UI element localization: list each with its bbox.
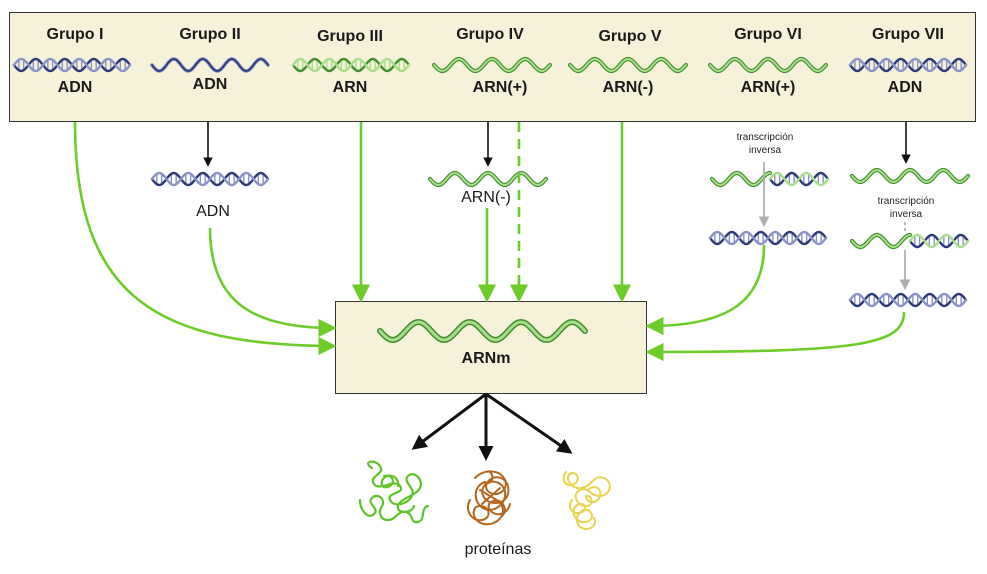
group6-genome-label: ARN(+) — [740, 79, 796, 96]
arrow-group7-to-mrna — [645, 311, 906, 362]
protein-yellow-icon — [562, 471, 611, 530]
group4-rna-minus-strand-icon — [427, 170, 549, 188]
group7-genome-label: ADN — [887, 79, 923, 96]
group2-intermediate-label: ADN — [196, 203, 230, 220]
group6-strand-icon — [707, 56, 829, 74]
group2-title: Grupo II — [179, 26, 241, 43]
protein-green-icon — [358, 460, 430, 524]
proteins-label: proteínas — [464, 541, 532, 558]
group5-genome-label: ARN(-) — [602, 79, 654, 96]
group3-title: Grupo III — [317, 28, 383, 45]
group1-strand-icon — [12, 57, 132, 73]
group4-intermediate-label: ARN(-) — [461, 189, 511, 206]
group7-dsdna-strand-icon — [848, 292, 968, 308]
group3-genome-label: ARN — [332, 79, 368, 96]
group3-strand-icon — [291, 57, 411, 73]
group4-title: Grupo IV — [456, 26, 524, 43]
group5-strand-icon — [567, 56, 689, 74]
group7-hybrid-strand-icon — [849, 232, 970, 250]
groups-panel — [9, 12, 976, 122]
protein-brown-icon — [466, 470, 511, 526]
group2-dsdna-strand-icon — [150, 171, 270, 187]
arrow-mrna-to-protein-left — [411, 392, 487, 450]
group7-strand-icon — [848, 57, 968, 73]
arrow-mrna-to-protein-right — [485, 392, 573, 454]
arrow-group2-to-mrna — [208, 227, 337, 338]
group2-strand-icon — [150, 57, 270, 73]
group7-title: Grupo VII — [872, 26, 944, 43]
arrow-group1-to-mrna — [73, 121, 337, 356]
group5-title: Grupo V — [598, 28, 662, 45]
group7-rna-strand-icon — [849, 167, 971, 185]
mrna-strand-icon — [377, 318, 588, 344]
mrna-panel — [335, 301, 647, 394]
group1-genome-label: ADN — [57, 79, 93, 96]
group6-reverse-transcription-note: transcripción inversa — [715, 131, 815, 157]
group4-strand-icon — [431, 56, 553, 74]
arrow-group6-to-mrna — [645, 244, 766, 336]
group6-title: Grupo VI — [734, 26, 802, 43]
group1-title: Grupo I — [46, 26, 104, 43]
mrna-label: ARNm — [461, 350, 511, 367]
group6-dsdna-strand-icon — [708, 230, 828, 246]
group7-reverse-transcription-note: transcripción inversa — [856, 195, 956, 221]
group4-genome-label: ARN(+) — [472, 79, 528, 96]
group6-hybrid-strand-icon — [709, 170, 830, 188]
group2-genome-label: ADN — [192, 76, 228, 93]
